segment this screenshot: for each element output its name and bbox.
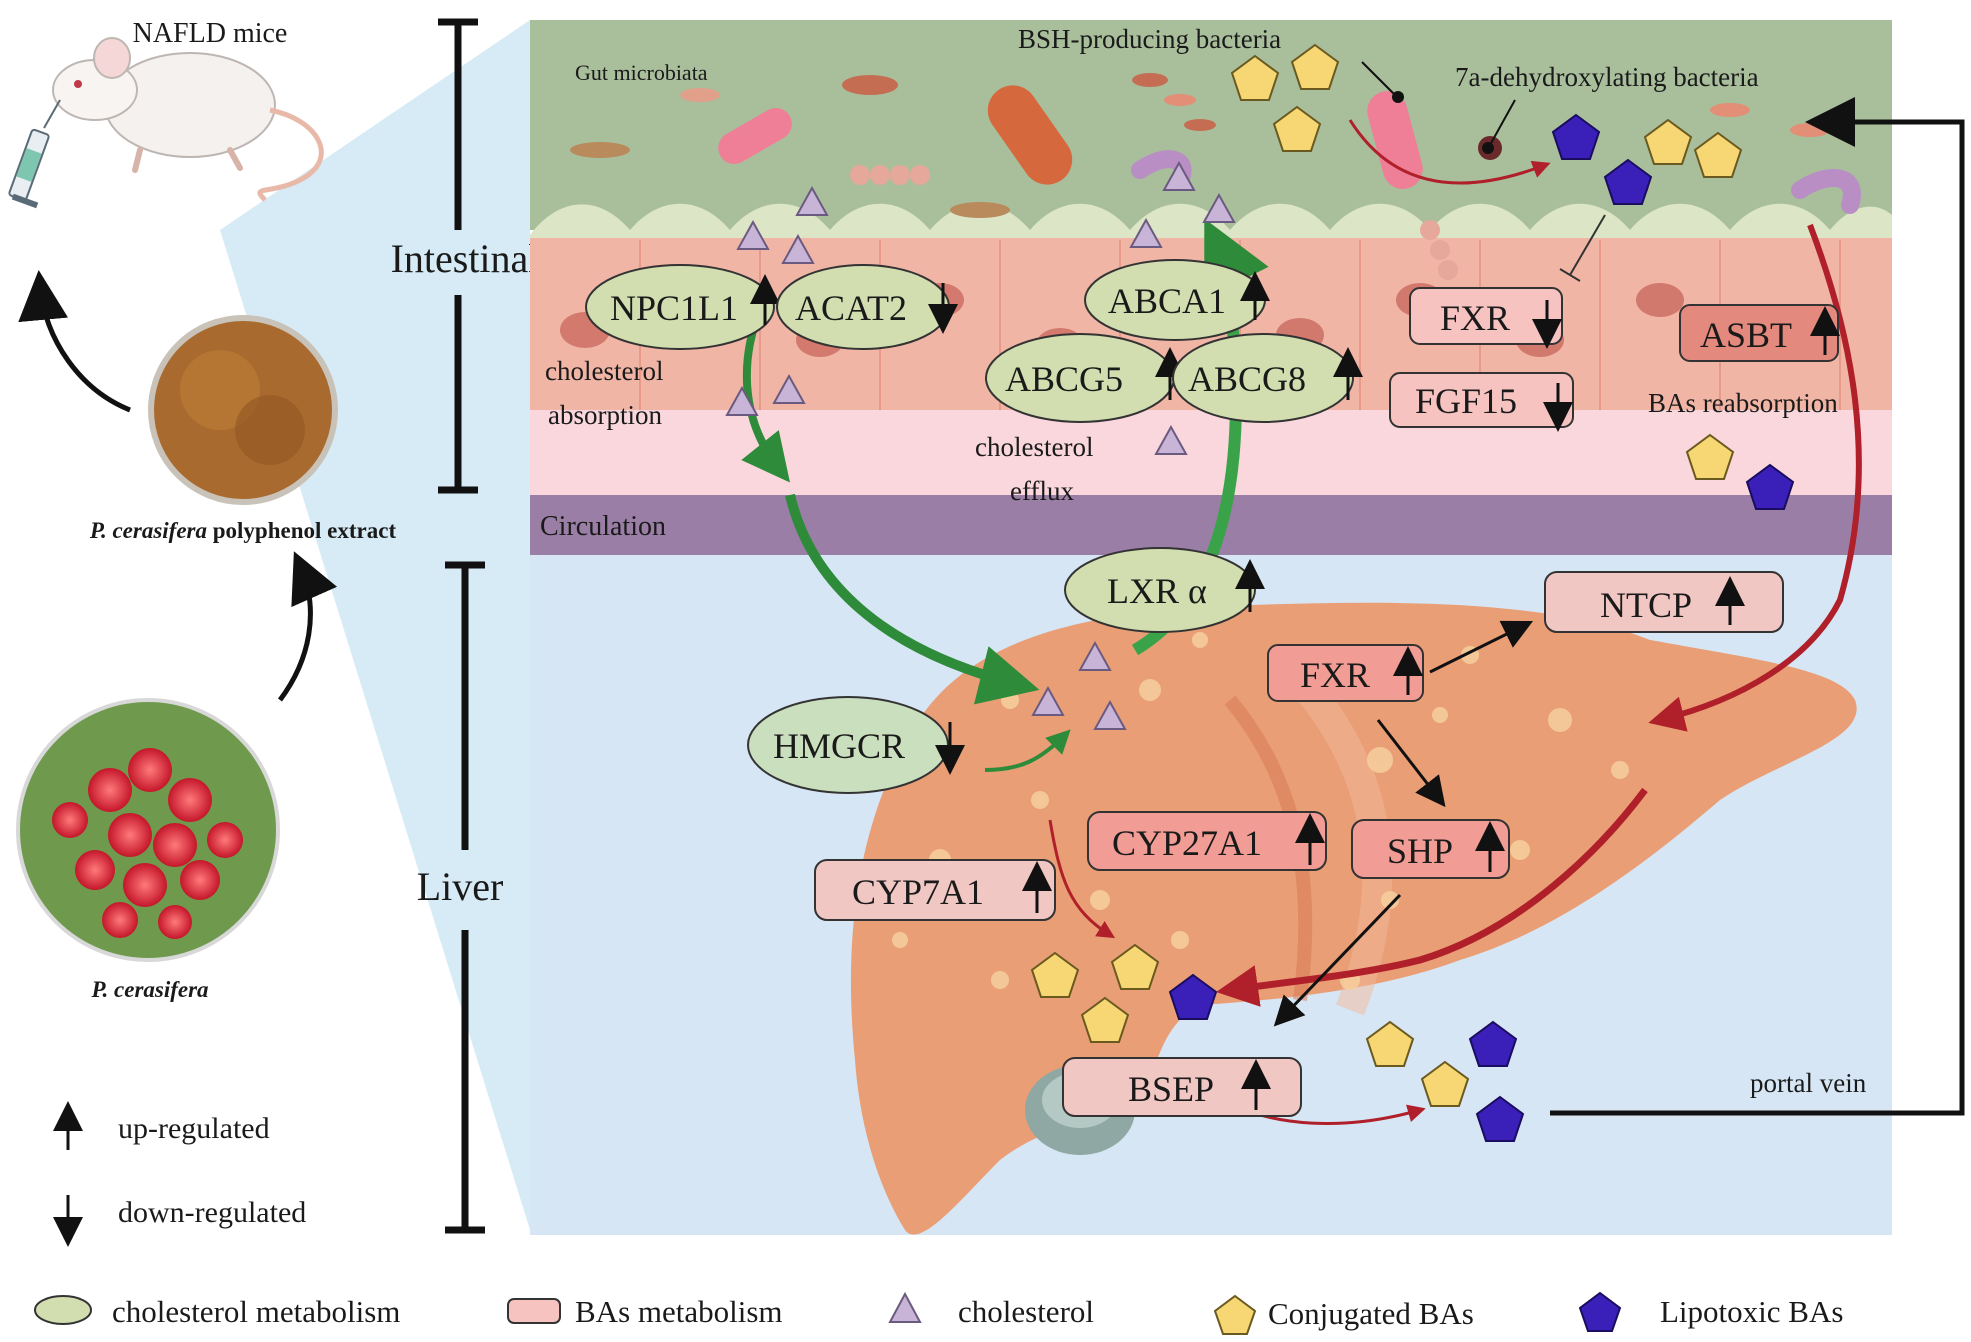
abcg8-protein: ABCG8 (1172, 333, 1363, 423)
portal-vein-label: portal vein (1750, 1068, 1867, 1098)
lxra-protein: LXR α (1064, 547, 1265, 633)
fxr-intestinal-box: FXR (1409, 287, 1563, 349)
cholesterol-efflux-line1: cholesterol (975, 432, 1093, 462)
cholesterol-absorption-line1: cholesterol (545, 356, 663, 386)
hmgcr-protein: HMGCR (747, 696, 965, 794)
cyp7a1-box: CYP7A1 (814, 859, 1056, 921)
npc1l1-label: NPC1L1 (610, 288, 738, 328)
cholesterol-metabolism-swatch (34, 1295, 92, 1325)
abcg5-label: ABCG5 (1005, 359, 1123, 399)
legend-lipotoxic-bas: Lipotoxic BAs (1660, 1294, 1843, 1329)
abca1-label: ABCA1 (1108, 281, 1226, 321)
legend-bas-metabolism: BAs metabolism (575, 1294, 783, 1329)
legend-cholesterol: cholesterol (958, 1294, 1094, 1329)
cholesterol-triangle-swatch (888, 1291, 922, 1323)
fxr-intestinal-label: FXR (1440, 298, 1510, 338)
legend-up-label: up-regulated (118, 1112, 270, 1145)
gut-microbiota-label: Gut microbiata (575, 60, 708, 85)
legend-conjugated-bas: Conjugated BAs (1268, 1296, 1474, 1331)
bsh-bacteria-label: BSH-producing bacteria (1018, 24, 1281, 54)
fgf15-box: FGF15 (1389, 372, 1574, 432)
bas-metabolism-swatch (507, 1298, 561, 1324)
lipotoxic-ba-pentagons (1168, 113, 1795, 1142)
lipotoxic-ba-swatch (1578, 1291, 1622, 1332)
asbt-box: ASBT (1679, 304, 1840, 362)
fruit-image (16, 698, 280, 962)
zoom-wedge (220, 20, 530, 1230)
fxr-liver-box: FXR (1267, 644, 1424, 702)
bsep-label: BSEP (1128, 1069, 1214, 1109)
abcg5-protein: ABCG5 (985, 333, 1185, 423)
intestinal-section-label: Intestinal (391, 236, 540, 281)
cyp27a1-box: CYP27A1 (1087, 811, 1327, 871)
red-arrow-to-bas (1216, 787, 1648, 1007)
inhibition-line (1569, 214, 1606, 276)
fgf15-label: FGF15 (1415, 381, 1517, 421)
cholesterol-efflux-line2: efflux (1010, 476, 1074, 506)
syringe-icon (8, 99, 61, 209)
dehydroxylating-bacteria-label: 7a-dehydroxylating bacteria (1455, 62, 1759, 92)
abcg8-label: ABCG8 (1188, 359, 1306, 399)
extract-label-italic: P. cerasifera (89, 518, 207, 543)
left-panel: NAFLD mice P. cerasifera polyphenol extr… (8, 18, 530, 1247)
bacteria-conversion-arrow (1348, 119, 1551, 185)
red-arrow-reabsorption (1648, 223, 1862, 732)
bsep-box: BSEP (1062, 1057, 1302, 1117)
hmgcr-label: HMGCR (773, 726, 905, 766)
arrow-fxr-to-ntcp (1429, 620, 1534, 674)
fruit-label: P. cerasifera (90, 977, 208, 1002)
mouse-illustration (52, 37, 324, 202)
abca1-protein: ABCA1 (1084, 259, 1270, 341)
ntcp-label: NTCP (1600, 585, 1692, 625)
bas-reabsorption-label: BAs reabsorption (1648, 388, 1838, 418)
arrow-fxr-to-shp (1376, 719, 1446, 808)
circulation-label: Circulation (540, 511, 666, 542)
npc1l1-protein: NPC1L1 (585, 264, 780, 350)
liver-section-label: Liver (417, 864, 504, 909)
fxr-liver-label: FXR (1300, 655, 1370, 695)
extract-label-rest: polyphenol extract (207, 518, 396, 543)
arrow-extract-to-mice (18, 270, 131, 413)
red-arrow-cyp7a1 (1048, 819, 1116, 939)
extract-label: P. cerasifera polyphenol extract (89, 518, 397, 543)
portal-vein-loop (1550, 97, 1965, 1116)
legend-cholesterol-metabolism: cholesterol metabolism (112, 1294, 400, 1329)
conjugated-ba-swatch (1213, 1294, 1257, 1335)
cyp7a1-label: CYP7A1 (852, 872, 984, 912)
cholesterol-triangles (725, 160, 1236, 730)
green-arrow-to-liver (785, 493, 1040, 705)
mice-label: NAFLD mice (133, 18, 288, 49)
shp-label: SHP (1387, 831, 1453, 871)
shp-box: SHP (1351, 819, 1510, 879)
asbt-label: ASBT (1700, 315, 1792, 355)
conjugated-ba-pentagons (1030, 43, 1743, 1107)
arrow-fruit-to-extract (277, 551, 338, 702)
acat2-protein: ACAT2 (776, 264, 958, 350)
main-panel: Circulation Gut microbiata BSH-producing… (530, 20, 1965, 1235)
bottom-legend: cholesterol metabolism BAs metabolism ch… (34, 1291, 1843, 1335)
lxra-label: LXR α (1107, 571, 1207, 611)
cyp27a1-label: CYP27A1 (1112, 823, 1262, 863)
green-arrow-hmgcr (984, 729, 1071, 772)
section-brackets: Intestinal Liver (391, 18, 540, 1234)
arrow-shp-down (1273, 893, 1402, 1027)
legend-down-label: down-regulated (118, 1196, 306, 1229)
ntcp-box: NTCP (1544, 571, 1784, 633)
acat2-label: ACAT2 (795, 288, 907, 328)
cholesterol-absorption-line2: absorption (548, 400, 662, 430)
